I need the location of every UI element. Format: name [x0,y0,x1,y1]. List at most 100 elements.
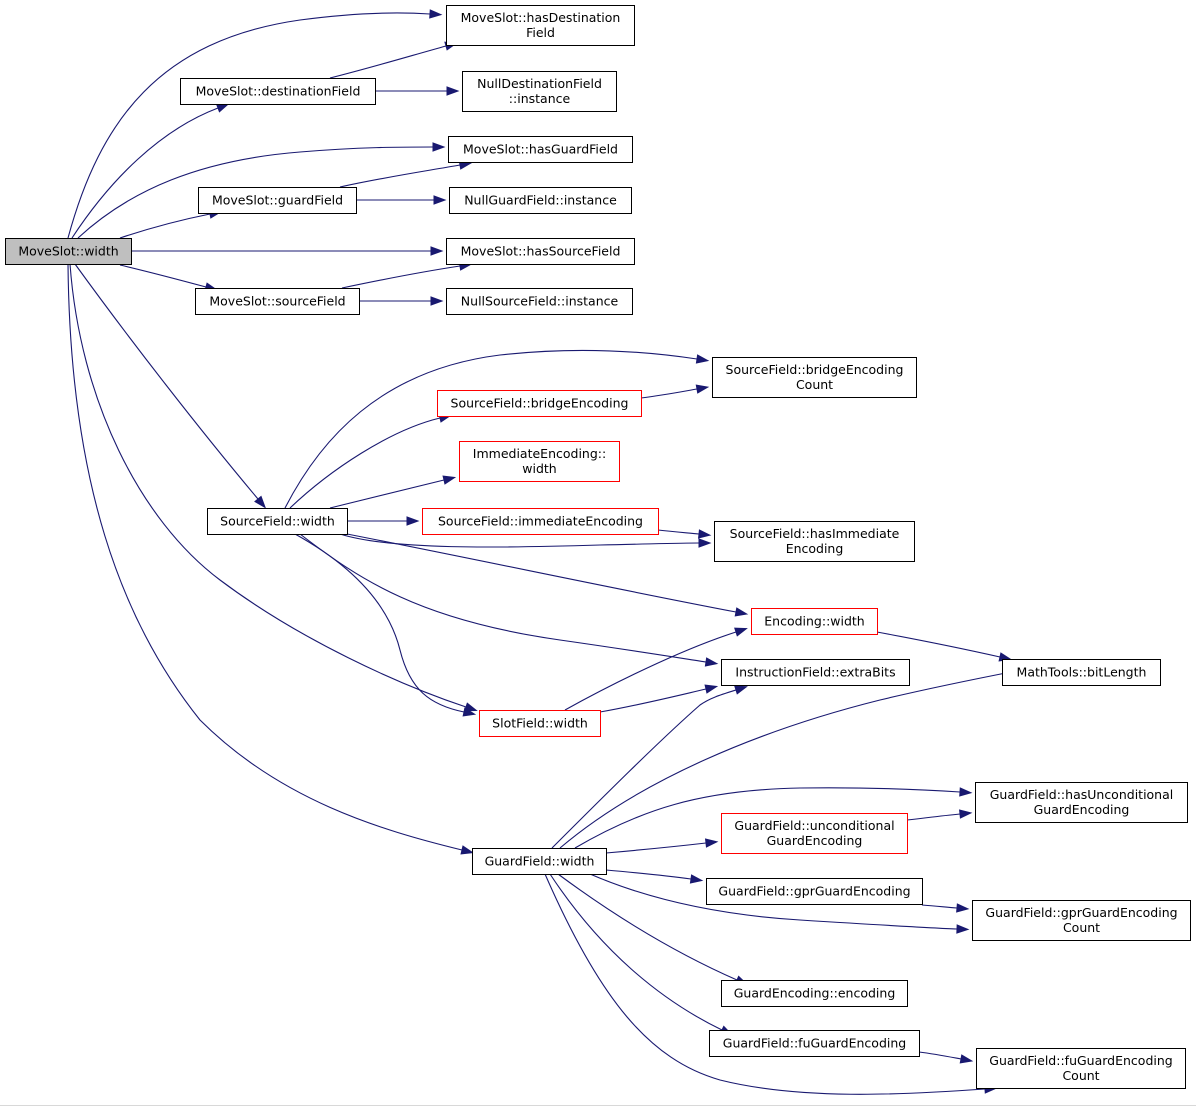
edge-arrowhead [429,9,443,19]
edge-fu-enc-to-fu-count [918,1051,974,1064]
edge-arrowhead [734,685,748,695]
edge-sf-width-to-extra-bits [299,533,719,667]
edge-arrowhead [460,845,475,855]
node-label-line: GuardEncoding [767,833,863,848]
edge-arrowhead [462,707,477,717]
node-imm-enc[interactable]: SourceField::immediateEncoding [422,508,659,535]
node-box [714,521,915,562]
node-has-source[interactable]: MoveSlot::hasSourceField [446,238,635,265]
node-label-line: GuardField::gprGuardEncoding [985,905,1177,920]
edge-arrowhead [430,246,444,256]
node-box [751,608,878,635]
edge-gf-width-to-extra-bits [551,685,748,849]
edge-line [77,146,434,239]
node-ge-enc[interactable]: GuardEncoding::encoding [721,980,908,1007]
edge-line [559,670,1017,849]
edge-line [918,1051,962,1060]
node-box [706,878,923,905]
edge-gf-width-to-uncond [605,838,719,854]
edge-line [119,213,211,239]
edge-sf-width-to-slot-width [294,533,477,717]
node-box [422,508,659,535]
edge-guard-field-to-null-guard [356,195,447,205]
node-bit-length[interactable]: MathTools::bitLength [1002,659,1161,686]
node-label-line: SlotField::width [492,716,588,731]
node-label-line: MoveSlot::hasDestination [461,10,621,25]
edge-arrowhead [432,142,446,152]
edge-gf-width-to-fu-enc [549,873,734,1036]
edge-arrowhead [734,627,748,637]
node-null-source[interactable]: NullSourceField::instance [446,288,633,315]
node-label-line: ImmediateEncoding:: [473,446,606,461]
node-box [5,238,132,265]
node-box [721,659,910,686]
node-label-line: ::instance [509,91,571,106]
node-fu-enc[interactable]: GuardField::fuGuardEncoding [709,1030,920,1057]
edge-line [119,264,207,288]
edge-gf-width-to-gpr-enc [605,869,704,884]
node-source-field[interactable]: MoveSlot::sourceField [195,288,360,315]
node-guard-field[interactable]: MoveSlot::guardField [198,187,357,214]
edge-root-to-slot-width [69,263,478,712]
node-sf-width[interactable]: SourceField::width [207,508,348,535]
node-box [448,136,633,163]
edge-arrowhead [698,538,712,548]
edge-dest-field-to-null-dest [375,86,460,96]
node-bridge-enc[interactable]: SourceField::bridgeEncoding [437,390,642,417]
edge-line [544,873,986,1095]
node-enc-width[interactable]: Encoding::width [751,608,878,635]
edge-arrowhead [695,384,710,394]
edge-sf-width-to-enc-width [346,533,749,617]
edge-line [71,107,219,239]
edge-arrowhead [446,86,460,96]
node-has-guard[interactable]: MoveSlot::hasGuardField [448,136,633,163]
node-label-line: NullDestinationField [477,76,602,91]
nodes-layer: MoveSlot::width MoveSlot::hasDestinationF… [5,5,1191,1089]
node-label-line: GuardField::fuGuardEncoding [989,1053,1172,1068]
edge-arrowhead [704,838,719,848]
node-extra-bits[interactable]: InstructionField::extraBits [721,659,910,686]
node-null-guard[interactable]: NullGuardField::instance [449,187,632,214]
edge-line [346,533,737,613]
edge-arrowhead [430,296,444,306]
node-box [449,187,632,214]
edge-arrowhead [704,684,719,694]
node-gpr-enc[interactable]: GuardField::gprGuardEncoding [706,878,923,905]
node-box [721,980,908,1007]
node-imm-width[interactable]: ImmediateEncoding::width [459,441,620,482]
node-box [975,782,1188,823]
node-label-line: InstructionField::extraBits [735,665,895,680]
edge-line [640,388,698,399]
edge-line [289,417,441,509]
node-label-line: Count [1062,1068,1099,1083]
edge-enc-width-to-bit-length [876,631,1013,662]
edge-line [605,869,692,880]
node-box [709,1030,920,1057]
edge-arrowhead [689,874,704,884]
node-box [1002,659,1161,686]
node-label-line: GuardField::gprGuardEncoding [718,884,910,899]
node-root[interactable]: MoveSlot::width [5,238,132,265]
node-label-line: NullSourceField::instance [461,294,619,309]
node-box [446,5,635,46]
node-label-line: MoveSlot::width [18,244,118,259]
node-null-dest[interactable]: NullDestinationField::instance [462,71,617,112]
edge-root-to-sf-width [74,263,267,509]
node-slot-width[interactable]: SlotField::width [479,710,601,737]
bottom-divider [0,1105,1196,1106]
edge-root-to-source-field [119,264,219,292]
node-label-line: GuardEncoding [1034,802,1130,817]
node-box [446,238,635,265]
edge-arrowhead [215,103,230,113]
edge-gf-width-to-gpr-count [589,873,970,934]
edge-arrowhead [442,475,457,485]
node-has-uncond[interactable]: GuardField::hasUnconditionalGuardEncodin… [975,782,1188,823]
node-dest-field[interactable]: MoveSlot::destinationField [180,78,376,105]
node-gf-width[interactable]: GuardField::width [472,848,607,875]
